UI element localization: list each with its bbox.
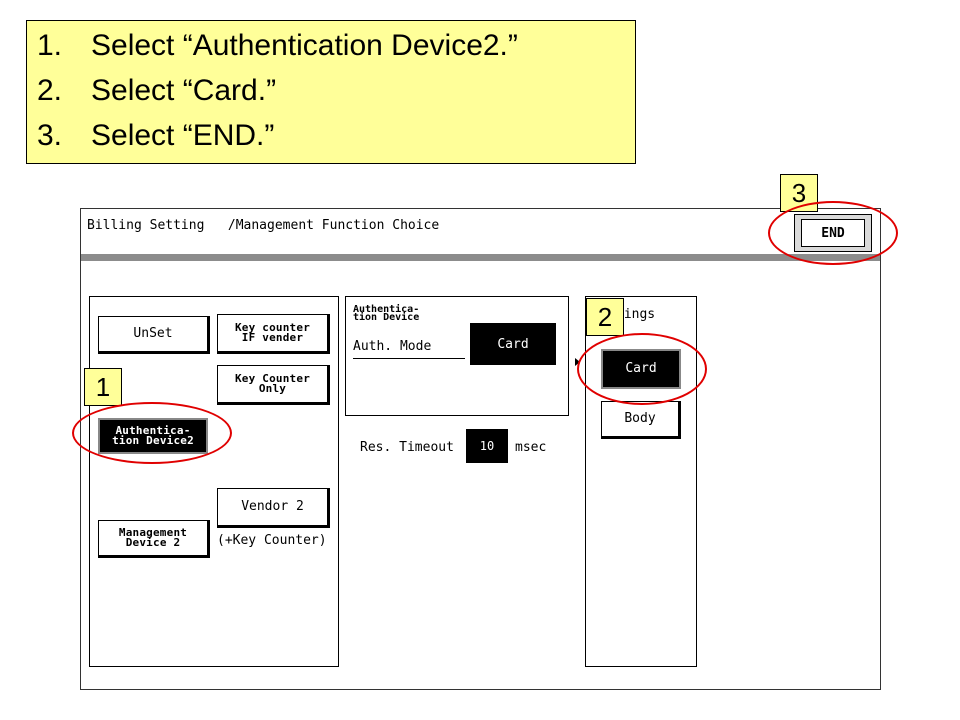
- res-timeout-value[interactable]: 10: [466, 429, 508, 463]
- step-number: 1.: [37, 29, 63, 62]
- button-label-line2: IF vender: [241, 331, 304, 344]
- step-text: Select “Authentication Device2.”: [91, 29, 518, 62]
- highlight-ring-step2: [577, 333, 707, 405]
- instruction-step-1: 1. Select “Authentication Device2.”: [37, 29, 518, 63]
- panel-header-line2: tion Device: [353, 312, 420, 323]
- unset-button[interactable]: UnSet: [98, 316, 210, 354]
- instruction-step-2: 2. Select “Card.”: [37, 74, 276, 108]
- button-label-line2: Only: [258, 382, 287, 395]
- instruction-step-3: 3. Select “END.”: [37, 119, 274, 153]
- highlight-ring-step1: [72, 402, 232, 464]
- button-label-line2: Device 2: [125, 536, 181, 549]
- vendor2-sublabel: (+Key Counter): [217, 533, 327, 548]
- function-choice-panel: UnSet Key counter IF vender Key Counter …: [89, 296, 339, 667]
- button-label-line1: Key Counter: [234, 372, 311, 385]
- unset-label: UnSet: [133, 326, 173, 341]
- screen-title: Billing Setting /Management Function Cho…: [87, 218, 440, 233]
- authentication-device-panel: Authentica- tion Device Auth. Mode Card: [345, 296, 569, 416]
- device-screen: Billing Setting /Management Function Cho…: [80, 208, 881, 690]
- button-label-line1: Management: [118, 526, 188, 539]
- body-button[interactable]: Body: [601, 401, 681, 439]
- panel-header-line1: Authentica-: [353, 304, 420, 315]
- highlight-ring-step3: [768, 201, 898, 265]
- title-divider: [81, 254, 880, 261]
- body-label: Body: [624, 411, 656, 426]
- button-label-line1: Key counter: [234, 321, 311, 334]
- auth-mode-underline: [353, 358, 465, 359]
- step-number: 3.: [37, 119, 63, 152]
- step-marker-1: 1: [84, 368, 122, 406]
- auth-mode-label: Auth. Mode: [353, 339, 432, 354]
- step-marker-2: 2: [586, 298, 624, 336]
- management-device2-button[interactable]: Management Device 2: [98, 520, 210, 558]
- settings-header: tings: [616, 307, 656, 322]
- key-counter-if-vender-button[interactable]: Key counter IF vender: [217, 314, 330, 354]
- step-number: 2.: [37, 74, 63, 107]
- auth-mode-value: Card: [470, 323, 556, 365]
- vendor2-label: Vendor 2: [241, 499, 304, 514]
- vendor2-button[interactable]: Vendor 2: [217, 488, 330, 528]
- key-counter-only-button[interactable]: Key Counter Only: [217, 365, 330, 405]
- step-text: Select “END.”: [91, 119, 275, 152]
- res-timeout-label: Res. Timeout: [360, 440, 454, 455]
- instruction-box: 1. Select “Authentication Device2.” 2. Sel…: [26, 20, 636, 164]
- res-timeout-unit: msec: [515, 440, 547, 455]
- step-text: Select “Card.”: [91, 74, 277, 107]
